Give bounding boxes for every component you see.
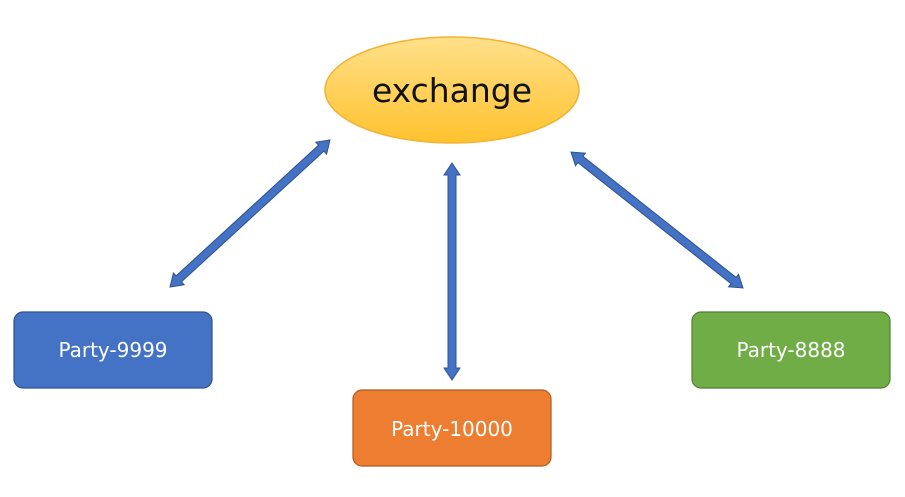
exchange-node: exchange bbox=[324, 36, 580, 144]
party-8888-node: Party-8888 bbox=[691, 311, 891, 389]
party-8888-label: Party-8888 bbox=[736, 338, 845, 362]
party-10000-label: Party-10000 bbox=[391, 417, 513, 441]
exchange-label: exchange bbox=[372, 71, 532, 110]
party-10000-box bbox=[352, 389, 552, 467]
arrow-party-9999-exchange bbox=[169, 139, 331, 288]
party-9999-box bbox=[13, 311, 213, 389]
party-9999-label: Party-9999 bbox=[58, 338, 167, 362]
arrow-party-10000-exchange bbox=[443, 162, 461, 381]
party-9999-node: Party-9999 bbox=[13, 311, 213, 389]
exchange-ellipse bbox=[324, 36, 580, 144]
party-10000-node: Party-10000 bbox=[352, 389, 552, 467]
arrow-party-8888-exchange bbox=[570, 151, 744, 289]
connector-arrows bbox=[169, 139, 744, 381]
party-8888-box bbox=[691, 311, 891, 389]
